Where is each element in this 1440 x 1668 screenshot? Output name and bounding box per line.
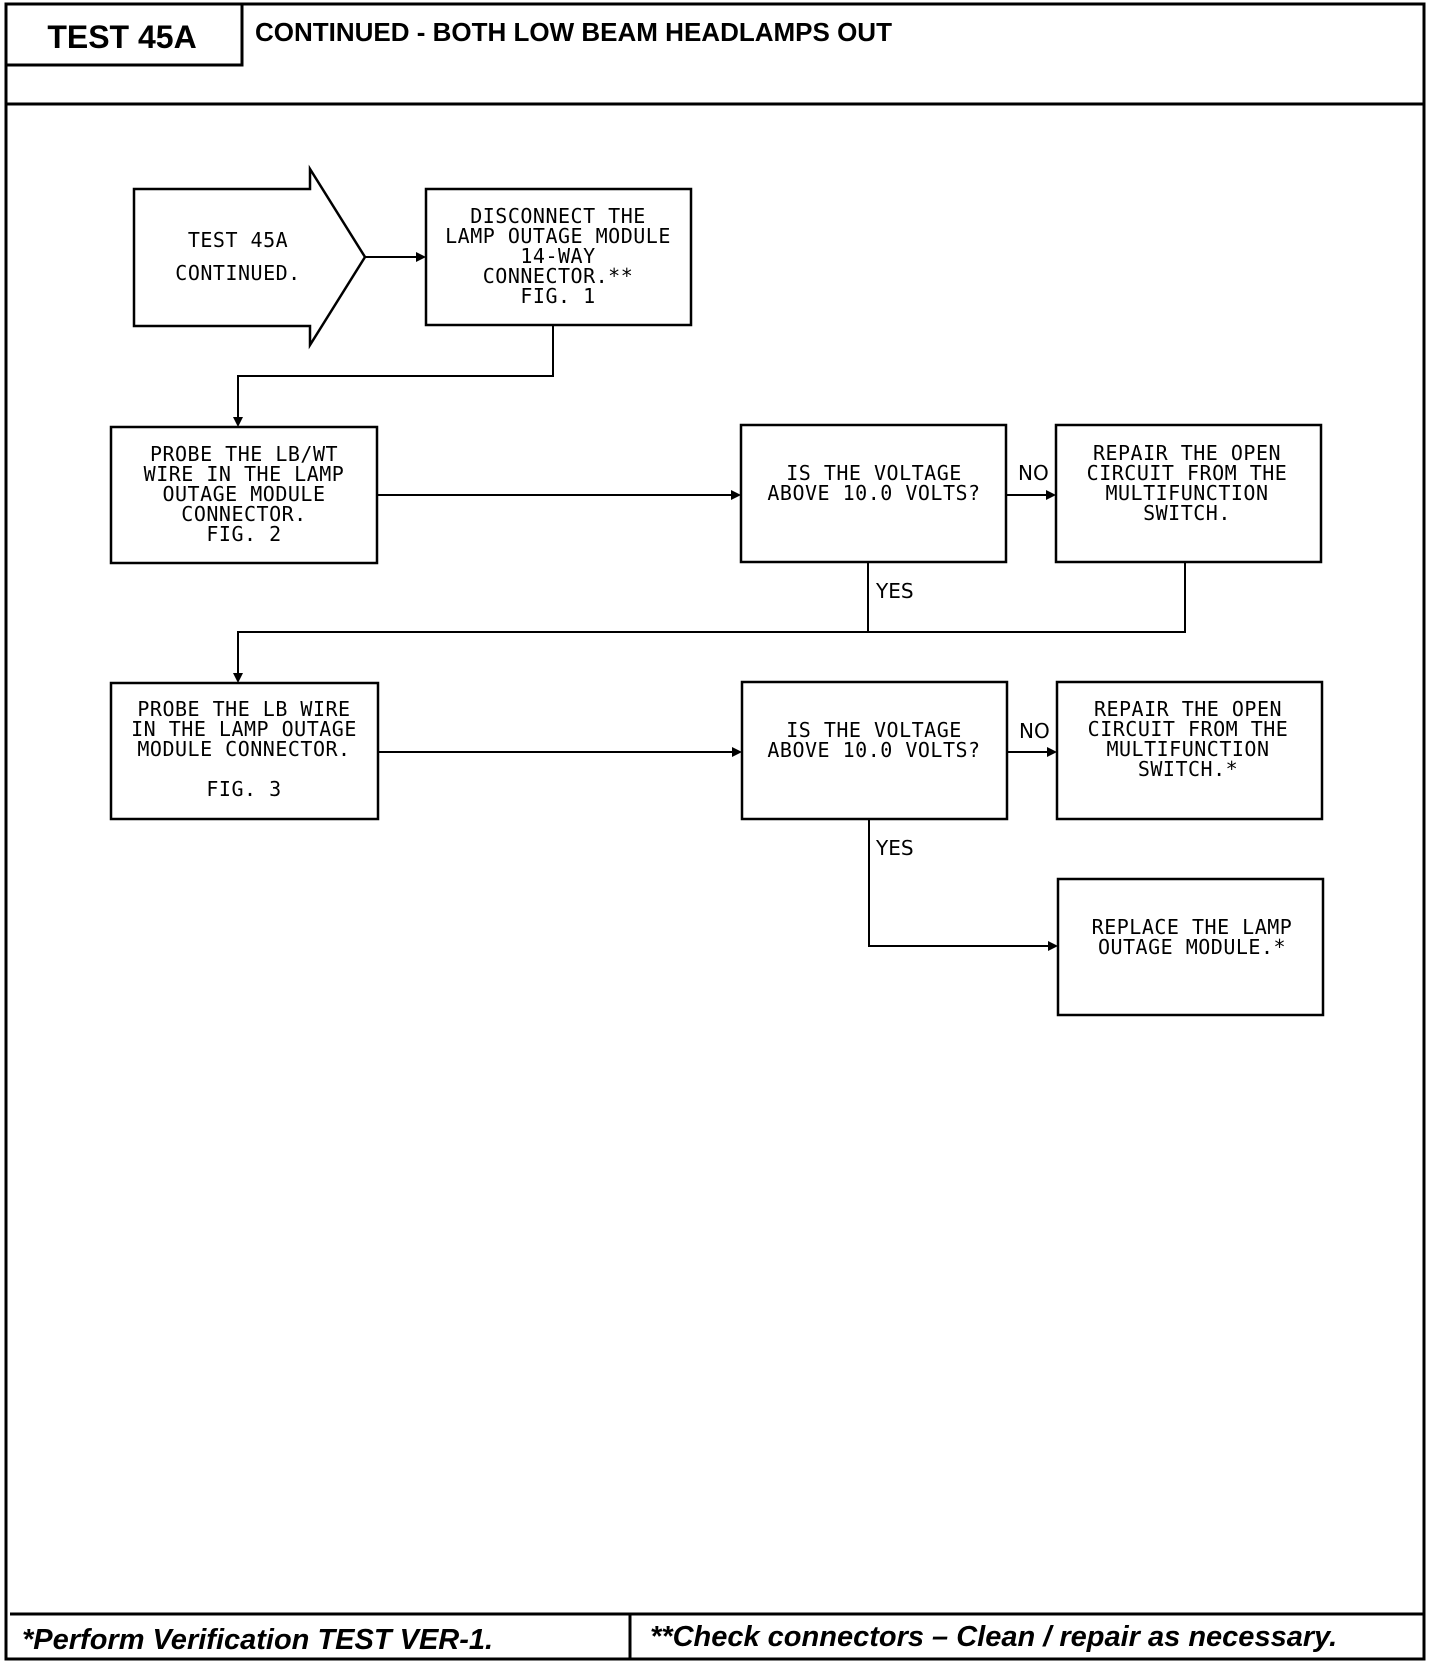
start-line-2: CONTINUED. — [175, 261, 300, 285]
arrowhead-replace — [1048, 941, 1058, 951]
replace-module-text: REPLACE THE LAMP OUTAGE MODULE.* — [1092, 915, 1293, 959]
voltage-check-1-line-1: IS THE VOLTAGE — [786, 461, 962, 485]
voltage-check-2-box — [740, 680, 1009, 821]
voltage-check-2-line-1: IS THE VOLTAGE — [786, 718, 962, 742]
repair-1-text: REPAIR THE OPEN CIRCUIT FROM THE MULTIFU… — [1087, 441, 1288, 525]
repair-1-line-3: MULTIFUNCTION — [1105, 481, 1268, 505]
arrowhead-repair-1 — [1046, 490, 1056, 500]
repair-2-text: REPAIR THE OPEN CIRCUIT FROM THE MULTIFU… — [1088, 697, 1289, 781]
edge-label-no-1: NO — [1018, 461, 1049, 485]
probe-lbwt-line-4: CONNECTOR. — [181, 502, 306, 526]
disconnect-step-box — [424, 187, 693, 327]
probe-lbwt-line-3: OUTAGE MODULE — [162, 482, 325, 506]
footer-note-verification: *Perform Verification TEST VER-1. — [22, 1624, 493, 1656]
edge-label-no-2: NO — [1019, 719, 1050, 743]
repair-1-line-2: CIRCUIT FROM THE — [1087, 461, 1288, 485]
probe-lb-step-text: PROBE THE LB WIRE IN THE LAMP OUTAGE MOD… — [131, 697, 357, 801]
probe-lbwt-line-2: WIRE IN THE LAMP — [144, 462, 345, 486]
disconnect-line-5: FIG. 1 — [520, 284, 595, 308]
arrowhead-probe-lbwt — [233, 417, 243, 427]
probe-lb-line-2: IN THE LAMP OUTAGE — [131, 717, 357, 741]
probe-lb-step-box — [109, 681, 380, 821]
disconnect-step-text: DISCONNECT THE LAMP OUTAGE MODULE 14-WAY… — [445, 204, 671, 308]
connector-merge-to-probe-lb — [237, 562, 1186, 675]
disconnect-line-1: DISCONNECT THE — [470, 204, 646, 228]
replace-line-2: OUTAGE MODULE.* — [1098, 935, 1286, 959]
voltage-check-2-text: IS THE VOLTAGE ABOVE 10.0 VOLTS? — [767, 718, 980, 762]
test-id-box — [4, 2, 244, 67]
arrowhead-disconnect — [416, 252, 426, 262]
probe-lb-line-3: MODULE CONNECTOR. — [137, 737, 350, 761]
probe-lb-line-1: PROBE THE LB WIRE — [137, 697, 350, 721]
probe-lbwt-line-5: FIG. 2 — [206, 522, 281, 546]
connector-check-2-yes — [868, 819, 1050, 947]
disconnect-line-2: LAMP OUTAGE MODULE — [445, 224, 671, 248]
start-arrow-shape — [132, 164, 367, 350]
disconnect-line-3: 14-WAY — [520, 244, 595, 268]
test-id: TEST 45A — [47, 19, 196, 55]
repair-1-line-1: REPAIR THE OPEN — [1093, 441, 1281, 465]
repair-2-line-1: REPAIR THE OPEN — [1094, 697, 1282, 721]
repair-2-line-4: SWITCH.* — [1138, 757, 1238, 781]
page-title: CONTINUED - BOTH LOW BEAM HEADLAMPS OUT — [255, 17, 892, 47]
repair-1-box — [1054, 423, 1323, 564]
edge-label-yes-1: YES — [875, 579, 914, 603]
voltage-check-1-line-2: ABOVE 10.0 VOLTS? — [767, 481, 980, 505]
voltage-check-2-line-2: ABOVE 10.0 VOLTS? — [767, 738, 980, 762]
repair-2-line-3: MULTIFUNCTION — [1106, 737, 1269, 761]
arrowhead-probe-lb — [233, 673, 243, 683]
repair-1-line-4: SWITCH. — [1143, 501, 1231, 525]
arrowhead-check-2 — [732, 747, 742, 757]
probe-lb-line-5: FIG. 3 — [206, 777, 281, 801]
start-node-text: TEST 45A CONTINUED. — [175, 228, 300, 285]
probe-lbwt-step-text: PROBE THE LB/WT WIRE IN THE LAMP OUTAGE … — [144, 442, 345, 546]
replace-module-box — [1056, 877, 1325, 1017]
arrowhead-check-1 — [731, 490, 741, 500]
arrowhead-repair-2 — [1047, 747, 1057, 757]
replace-line-1: REPLACE THE LAMP — [1092, 915, 1293, 939]
voltage-check-1-box — [739, 423, 1008, 564]
start-line-1: TEST 45A — [188, 228, 288, 252]
repair-2-line-2: CIRCUIT FROM THE — [1088, 717, 1289, 741]
footer-note-connectors: **Check connectors – Clean / repair as n… — [650, 1621, 1337, 1653]
repair-2-box — [1055, 680, 1324, 821]
page-frame — [4, 2, 1426, 1661]
disconnect-line-4: CONNECTOR.** — [483, 264, 634, 288]
edge-label-yes-2: YES — [875, 836, 914, 860]
probe-lbwt-step-box — [109, 425, 379, 565]
voltage-check-1-text: IS THE VOLTAGE ABOVE 10.0 VOLTS? — [767, 461, 980, 505]
probe-lbwt-line-1: PROBE THE LB/WT — [150, 442, 338, 466]
connector-disconnect-to-probe-lbwt — [237, 325, 554, 419]
